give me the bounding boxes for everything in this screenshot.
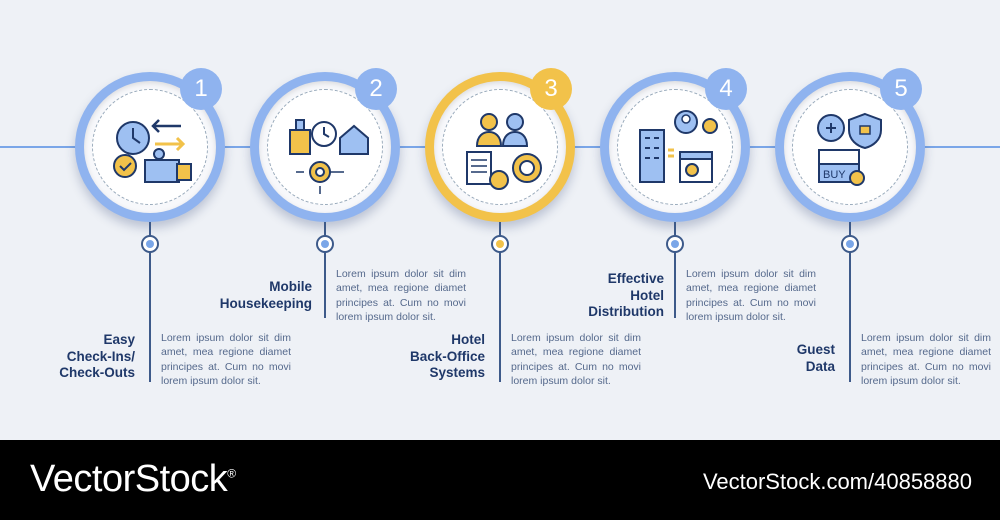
svg-text:BUY: BUY (823, 169, 846, 181)
check-in-icon (92, 89, 208, 205)
step-1-number-badge: 1 (180, 68, 222, 110)
step-5-number-badge: 5 (880, 68, 922, 110)
step-2-number-badge: 2 (355, 68, 397, 110)
step-3-marker (491, 235, 509, 253)
step-3-description: Lorem ipsum dolor sit dim amet, mea regi… (511, 332, 641, 387)
step-3-number-badge: 3 (530, 68, 572, 110)
step-2-description: Lorem ipsum dolor sit dim amet, mea regi… (336, 268, 466, 323)
housekeeping-icon (267, 89, 383, 205)
step-1-description: Lorem ipsum dolor sit dim amet, mea regi… (161, 332, 291, 387)
step-1-connector (149, 222, 151, 382)
guest-data-icon: BUY (792, 89, 908, 205)
footer-bar: VectorStock® VectorStock.com/40858880 (0, 440, 1000, 520)
step-4-number-badge: 4 (705, 68, 747, 110)
step-5-description: Lorem ipsum dolor sit dim amet, mea regi… (861, 332, 991, 387)
vectorstock-logo: VectorStock® (30, 458, 236, 500)
step-2-marker (316, 235, 334, 253)
image-id: VectorStock.com/40858880 (702, 469, 972, 494)
step-4-connector (674, 222, 676, 318)
back-office-icon (442, 89, 558, 205)
step-4-marker (666, 235, 684, 253)
step-2-connector (324, 222, 326, 318)
distribution-icon (617, 89, 733, 205)
step-1-marker (141, 235, 159, 253)
step-5-connector (849, 222, 851, 382)
step-3-connector (499, 222, 501, 382)
step-4-description: Lorem ipsum dolor sit dim amet, mea regi… (686, 268, 816, 323)
step-5-marker (841, 235, 859, 253)
